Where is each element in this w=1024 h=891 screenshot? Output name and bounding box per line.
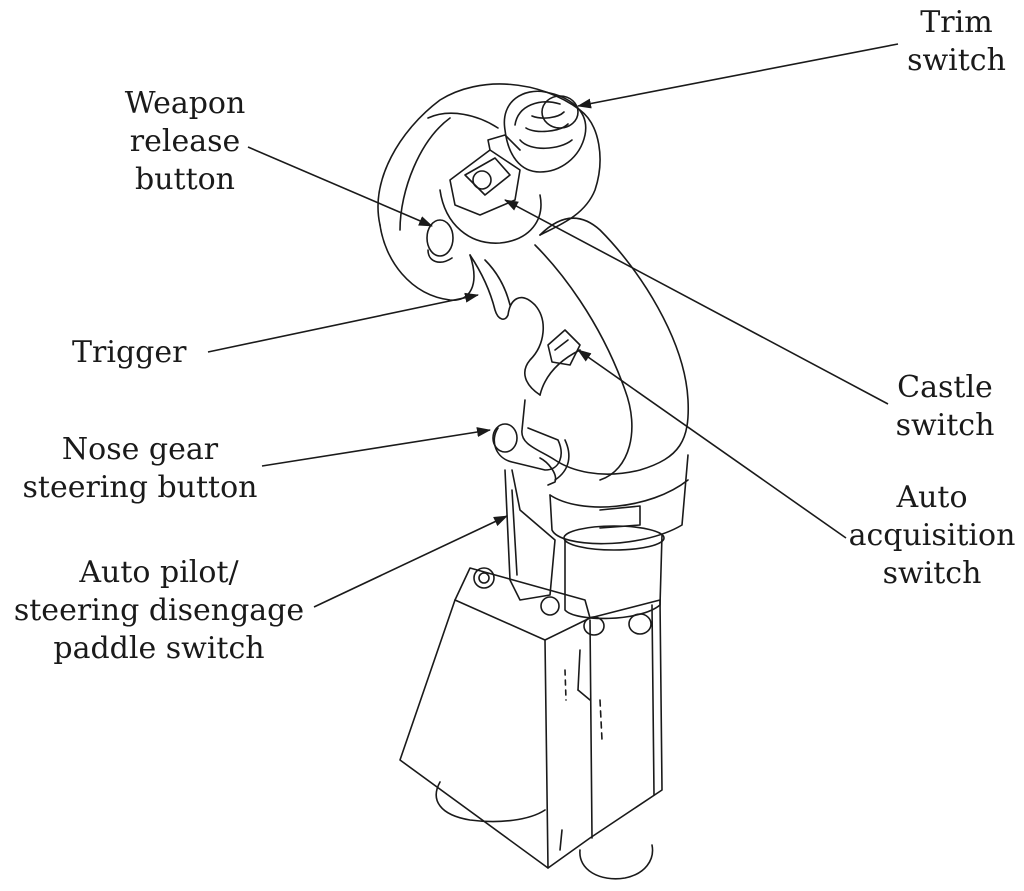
label-weapon-release-button: Weapon release button xyxy=(100,85,270,199)
trigger xyxy=(469,254,545,396)
paddle-switch xyxy=(504,469,556,601)
label-trigger: Trigger xyxy=(72,334,212,372)
grip-head xyxy=(377,83,601,301)
leader-castle xyxy=(504,199,889,405)
label-line: switch xyxy=(882,556,982,591)
leader-trigger xyxy=(207,292,479,353)
label-line: paddle switch xyxy=(53,631,265,666)
label-autopilot-paddle-switch: Auto pilot/ steering disengage paddle sw… xyxy=(4,554,314,668)
label-line: Castle xyxy=(897,370,993,405)
weapon-release-button xyxy=(426,219,454,263)
label-line: Weapon xyxy=(124,86,246,121)
label-line: Auto pilot/ xyxy=(79,555,239,590)
base-bolts xyxy=(473,567,652,636)
leader-nose-gear xyxy=(261,427,491,467)
label-nose-gear-steering-button: Nose gear steering button xyxy=(20,431,260,507)
label-line: Trigger xyxy=(72,335,187,370)
label-trim-switch: Trim switch xyxy=(894,4,1019,80)
nose-gear-button xyxy=(492,423,562,486)
label-line: steering button xyxy=(22,470,258,505)
trim-switch xyxy=(503,90,587,173)
label-line: button xyxy=(134,162,236,197)
grip-body xyxy=(521,217,690,481)
leader-trim xyxy=(577,43,899,109)
label-line: release xyxy=(129,124,241,159)
label-line: Auto xyxy=(896,480,968,515)
label-line: steering disengage xyxy=(13,593,305,628)
label-line: switch xyxy=(907,43,1006,78)
label-castle-switch: Castle switch xyxy=(875,369,1015,445)
stick-column xyxy=(549,454,689,620)
leader-autopilot xyxy=(313,515,508,608)
base-box xyxy=(399,567,663,869)
label-line: Nose gear xyxy=(61,432,219,467)
auto-acquisition-switch xyxy=(547,329,581,366)
leader-weapon-release xyxy=(247,146,433,227)
label-line: Trim xyxy=(920,5,993,40)
base-feet xyxy=(435,781,654,880)
label-auto-acquisition-switch: Auto acquisition switch xyxy=(840,479,1024,593)
label-line: acquisition xyxy=(848,518,1016,553)
leader-auto-acquisition xyxy=(577,349,847,539)
label-line: switch xyxy=(895,408,995,443)
